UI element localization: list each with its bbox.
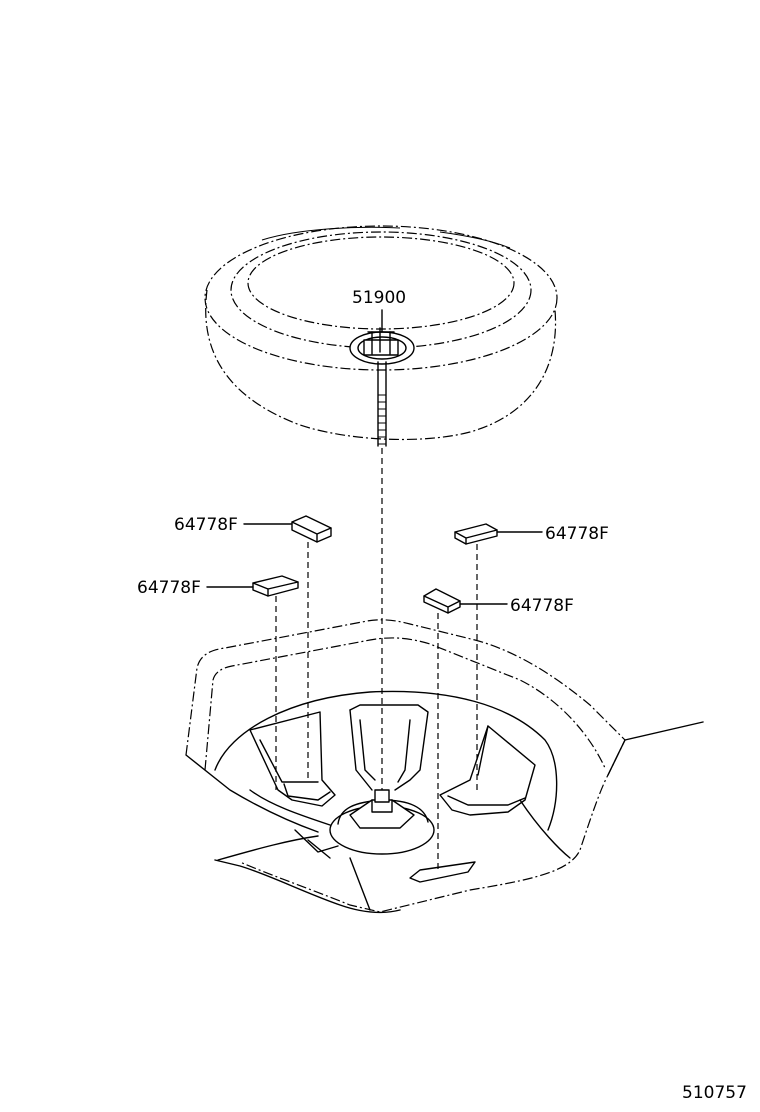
leader-lines [206,523,543,605]
pad-front-left [291,515,332,543]
spare-tire-label: 51900 [352,288,406,308]
diagram-code: 510757 [682,1083,747,1103]
pad-rear-left [252,575,299,597]
pad-front-right-label: 64778F [545,524,609,544]
pad-rear-left-label: 64778F [137,578,201,598]
alignment-lines [275,448,478,870]
spare-tire-well [185,619,704,914]
pad-front-right [454,523,498,545]
pad-rear-right [423,588,461,614]
pad-rear-right-label: 64778F [510,596,574,616]
pad-front-left-label: 64778F [174,515,238,535]
hold-down-bolt [349,309,415,447]
